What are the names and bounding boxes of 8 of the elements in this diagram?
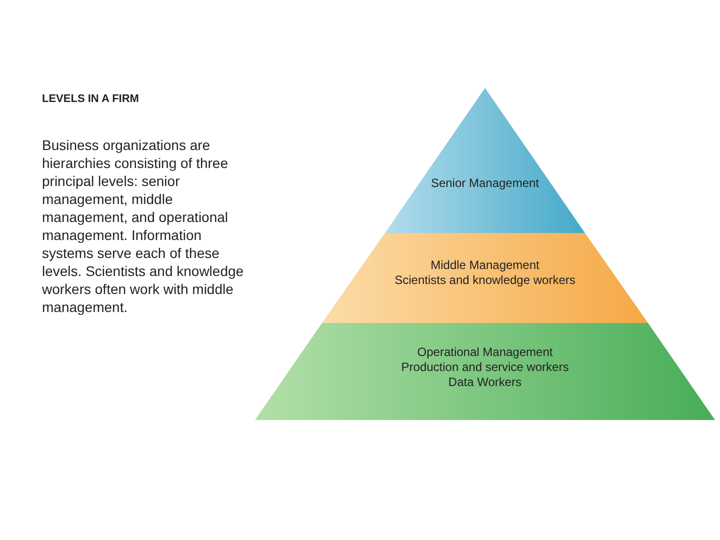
- tier-label: Production and service workers: [400, 360, 570, 375]
- tier-label: Scientists and knowledge workers: [394, 273, 576, 288]
- heading: LEVELS IN A FIRM: [42, 93, 139, 105]
- tier-label: Senior Management: [430, 176, 540, 191]
- tier-label: Operational Management: [416, 345, 554, 360]
- description-paragraph: Business organizations are hierarchies consisting of three principal levels: senior management, middle management, and operational management. Information systems serve each of these levels. Scientists and knowledge workers often work with middle management.: [42, 136, 245, 316]
- tier-label: Middle Management: [430, 258, 540, 273]
- tier-label: Data Workers: [447, 375, 523, 390]
